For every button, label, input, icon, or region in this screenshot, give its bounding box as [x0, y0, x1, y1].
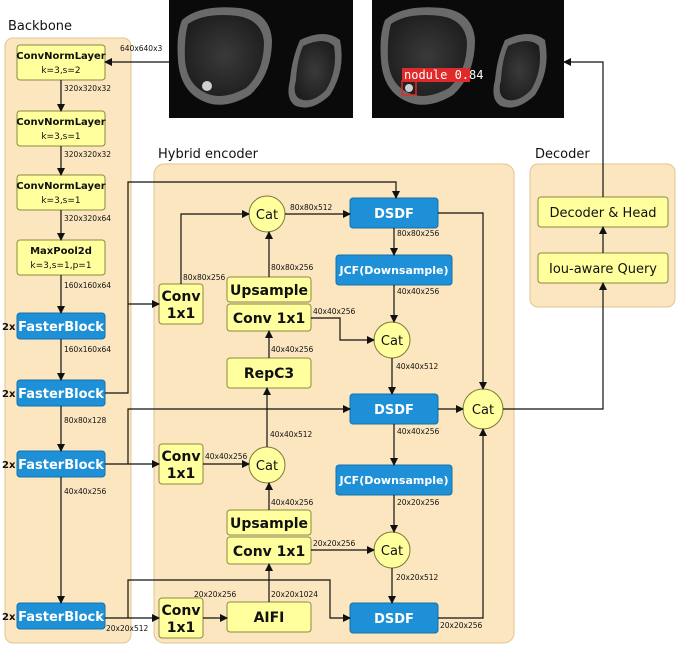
fasterblock-1-repeat: 2x [2, 322, 16, 333]
dim-640x640x3: 640x640x3 [120, 44, 163, 53]
dim-20x20x256-conv: 20x20x256 [313, 539, 356, 548]
conv-1x1-bottom-l1: Conv [162, 603, 201, 619]
hybrid-encoder-panel [153, 163, 515, 644]
convnormlayer-3-title: ConvNormLayer [16, 181, 106, 192]
dsdf-bottom-label: DSDF [374, 612, 414, 627]
dim-320x320x32-b: 320x320x32 [64, 150, 111, 159]
cat-right-top-label: Cat [381, 334, 403, 349]
conv1x1-stack-top-label: Conv 1x1 [233, 311, 305, 327]
backbone-title: Backbone [8, 19, 72, 34]
fasterblock-1-label: FasterBlock [18, 320, 104, 335]
fasterblock-4-repeat: 2x [2, 612, 16, 623]
dim-80x80x512-cat: 80x80x512 [290, 203, 333, 212]
convnormlayer-3-params: k=3,s=1 [41, 196, 80, 206]
detection-label: nodule 0.84 [404, 68, 483, 82]
dim-40x40x256-up2: 40x40x256 [271, 498, 314, 507]
dim-40x40x256-conv2: 40x40x256 [205, 452, 248, 461]
hybrid-encoder-title: Hybrid encoder [158, 147, 259, 162]
convnormlayer-2-params: k=3,s=1 [41, 132, 80, 142]
dim-80x80x256-up: 80x80x256 [271, 263, 314, 272]
iou-aware-query-label: Iou-aware Query [549, 262, 657, 277]
repc3-label: RepC3 [244, 366, 294, 382]
decoder-head-label: Decoder & Head [549, 206, 656, 221]
detection-label-bg [402, 68, 470, 82]
conv-1x1-bottom-l2: 1x1 [167, 620, 196, 636]
decoder-title: Decoder [535, 147, 590, 162]
fasterblock-3-repeat: 2x [2, 460, 16, 471]
convnormlayer-1-params: k=3,s=2 [41, 66, 80, 76]
fasterblock-2-repeat: 2x [2, 389, 16, 400]
upsample-bottom-label: Upsample [230, 516, 308, 532]
dim-40x40x256-dsdf: 40x40x256 [397, 427, 440, 436]
cat-final-label: Cat [472, 403, 494, 418]
conv-1x1-mid-l2: 1x1 [167, 466, 196, 482]
conv-1x1-top-l1: Conv [162, 289, 201, 305]
dim-80x80x256-conv: 80x80x256 [183, 273, 226, 282]
conv-1x1-top-l2: 1x1 [167, 306, 196, 322]
upsample-top-label: Upsample [230, 283, 308, 299]
jcf-top-label: JCF(Downsample) [339, 264, 449, 277]
input-ct-image [169, 0, 353, 118]
dim-40x40x256-backbone: 40x40x256 [64, 487, 107, 496]
dim-40x40x512-cat: 40x40x512 [396, 362, 439, 371]
dim-20x20x512-backbone: 20x20x512 [106, 624, 149, 633]
fasterblock-4-label: FasterBlock [18, 610, 104, 625]
dim-160x160x64-b: 160x160x64 [64, 345, 111, 354]
maxpool2d-params: k=3,s=1,p=1 [30, 261, 91, 271]
fasterblock-2-label: FasterBlock [18, 387, 104, 402]
dim-320x320x32-a: 320x320x32 [64, 84, 111, 93]
conv1x1-stack-bottom-label: Conv 1x1 [233, 544, 305, 560]
jcf-bottom-label: JCF(Downsample) [339, 474, 449, 487]
dim-20x20x256-aifi: 20x20x256 [194, 590, 237, 599]
cat-top-label: Cat [256, 208, 278, 223]
dsdf-mid-label: DSDF [374, 403, 414, 418]
dim-40x40x256-jcf: 40x40x256 [397, 287, 440, 296]
dim-320x320x64: 320x320x64 [64, 214, 111, 223]
dim-20x20x1024: 20x20x1024 [271, 590, 318, 599]
dim-20x20x256-jcf: 20x20x256 [397, 498, 440, 507]
convnormlayer-1-title: ConvNormLayer [16, 51, 106, 62]
fasterblock-3-label: FasterBlock [18, 458, 104, 473]
convnormlayer-2-title: ConvNormLayer [16, 117, 106, 128]
dim-160x160x64-a: 160x160x64 [64, 281, 111, 290]
dim-80x80x128: 80x80x128 [64, 416, 107, 425]
maxpool2d-title: MaxPool2d [30, 246, 92, 257]
output-ct-image: nodule 0.84 [372, 0, 564, 118]
dim-80x80x256-dsdf: 80x80x256 [397, 229, 440, 238]
aifi-label: AIFI [254, 610, 285, 626]
cat-mid-left-label: Cat [256, 459, 278, 474]
dsdf-top-label: DSDF [374, 207, 414, 222]
dim-20x20x512-cat: 20x20x512 [396, 573, 439, 582]
dim-40x40x256-conv: 40x40x256 [313, 307, 356, 316]
dim-40x40x512-mid: 40x40x512 [270, 430, 313, 439]
dim-20x20x256-out: 20x20x256 [440, 621, 483, 630]
cat-right-bottom-label: Cat [381, 544, 403, 559]
dim-40x40x256-rep: 40x40x256 [271, 345, 314, 354]
conv-1x1-mid-l1: Conv [162, 449, 201, 465]
